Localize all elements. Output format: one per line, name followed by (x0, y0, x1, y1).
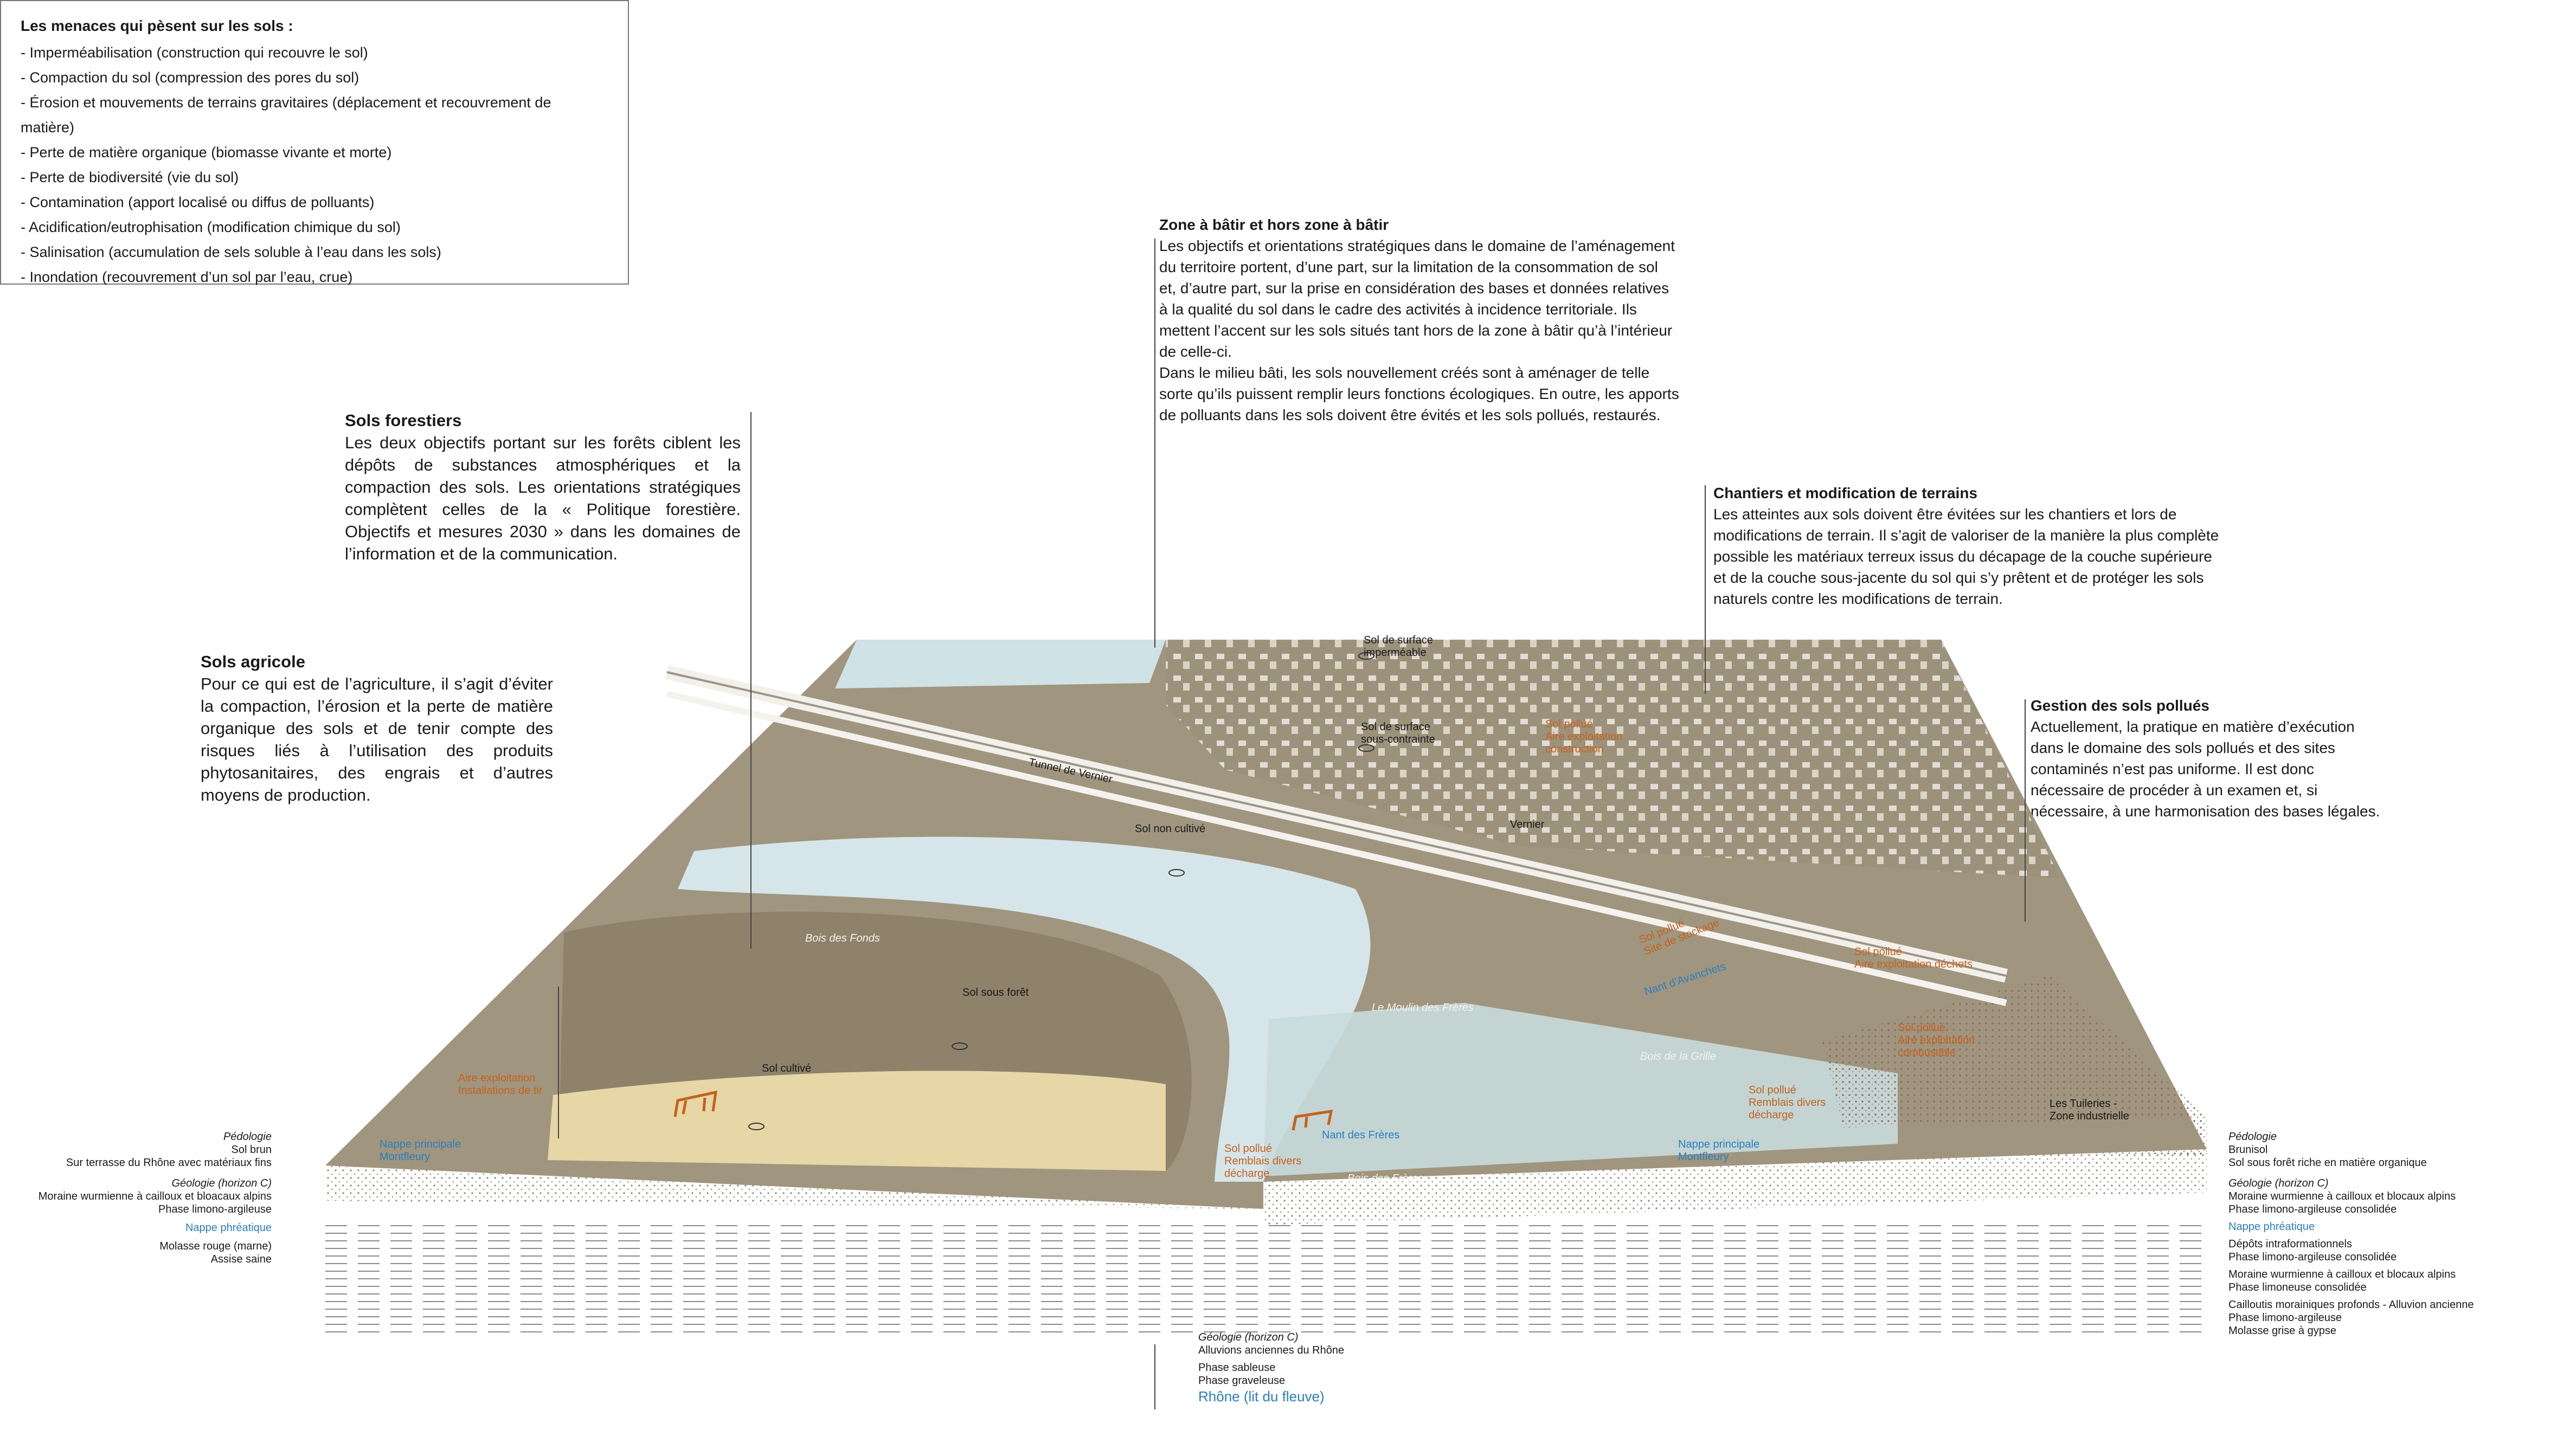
callout-lines (558, 239, 2026, 1409)
legend-right-phase1: Phase limono-argileuse consolidée (2228, 1203, 2397, 1215)
rhone-river (678, 836, 1371, 1182)
railway-line (666, 671, 2007, 977)
legend-left: Pédologie Sol brun Sur terrasse du Rhône… (0, 1130, 272, 1266)
threat-item: - Compaction du sol (compression des por… (21, 69, 359, 86)
legend-right-brunisol: Brunisol (2228, 1144, 2268, 1156)
legend-center-geologie: Géologie (horizon C) (1198, 1331, 1299, 1343)
strata-upper-right (1263, 1149, 2207, 1225)
label-sol-pollue-remblais-l: Sol pollué Remblais divers décharge (1224, 1143, 1302, 1180)
label-sol-sous-foret: Sol sous forêt (962, 987, 1029, 999)
legend-right: Pédologie Brunisol Sol sous forêt riche … (2228, 1130, 2474, 1337)
label-sol-impermeable: Sol de surface imperméable (1364, 634, 1433, 659)
legend-left-sol-brun: Sol brun (231, 1144, 272, 1156)
shooting-range-marker (673, 1090, 717, 1117)
legend-left-terrasse: Sur terrasse du Rhône avec matériaux fin… (66, 1157, 272, 1169)
label-nappe-left: Nappe principale Montfleury (380, 1138, 461, 1163)
legend-left-phase: Phase limono-argileuse (158, 1203, 272, 1215)
top-river-area (835, 640, 1166, 688)
sols-pollues-title: Gestion des sols pollués (2031, 697, 2209, 714)
legend-left-assise: Assise saine (210, 1253, 272, 1265)
threat-item: - Acidification/eutrophisation (modifica… (21, 219, 401, 235)
label-bois-freres: Bois des Frères (1347, 1173, 1424, 1184)
sols-forestiers-block: Sols forestiers Les deux objectifs porta… (345, 409, 741, 565)
legend-center: Géologie (horizon C) Alluvions anciennes… (1198, 1331, 1344, 1406)
legend-center-alluvions: Alluvions anciennes du Rhône (1198, 1344, 1345, 1356)
zone-batir-title: Zone à bâtir et hors zone à bâtir (1159, 216, 1389, 233)
label-aire-tir: Aire exploitation Installations de tir (458, 1072, 543, 1097)
zone-batir-block: Zone à bâtir et hors zone à bâtir Les ob… (1159, 214, 1701, 426)
label-nant-freres: Nant des Frères (1322, 1129, 1400, 1141)
strata-lines (325, 1220, 2207, 1339)
legend-right-nappe: Nappe phréatique (2228, 1221, 2315, 1233)
legend-right-phase2: Phase limono-argileuse consolidée (2228, 1251, 2397, 1263)
legend-right-depots: Dépôts intraformationnels (2228, 1238, 2352, 1250)
threats-box: Les menaces qui pèsent sur les sols : - … (0, 0, 629, 285)
legend-left-nappe: Nappe phréatique (185, 1222, 272, 1234)
chantiers-text: Les atteintes aux sols doivent être évit… (1713, 506, 2219, 607)
legend-right-molasse: Molasse grise à gypse (2228, 1325, 2336, 1337)
label-vernier: Vernier (1510, 819, 1545, 830)
threat-item: - Contamination (apport localisé ou diff… (21, 194, 375, 210)
label-tuileries: Les Tuileries - Zone industrielle (2050, 1098, 2129, 1122)
road (666, 691, 2007, 1006)
legend-right-phase3: Phase limoneuse consolidée (2228, 1281, 2367, 1293)
threat-item: - Inondation (recouvrement d’un sol par … (21, 269, 353, 285)
label-sol-sous-contrainte: Sol de surface sous-contrainte (1361, 721, 1435, 745)
location-markers (748, 652, 1374, 1130)
legend-left-geologie: Géologie (horizon C) (171, 1177, 272, 1189)
threat-item: - Perte de biodiversité (vie du sol) (21, 169, 239, 185)
label-sol-non-cultive: Sol non cultivé (1135, 823, 1206, 835)
label-sol-pollue-dechets: Sol pollué Aire exploitation déchets (1854, 946, 1973, 970)
legend-center-graveleuse: Phase graveleuse (1198, 1375, 1286, 1387)
lower-river (1263, 1003, 1898, 1176)
legend-right-geologie: Géologie (horizon C) (2228, 1177, 2329, 1189)
legend-right-moraine2: Moraine wurmienne à cailloux et blocaux … (2228, 1268, 2456, 1280)
dotted-zone-right (1822, 976, 2207, 1128)
label-bois-grille: Bois de la Grille (1640, 1051, 1717, 1062)
chantiers-block: Chantiers et modification de terrains Le… (1713, 482, 2234, 609)
legend-right-phase4: Phase limono-argileuse (2228, 1312, 2342, 1324)
legend-right-pedologie: Pédologie (2228, 1131, 2277, 1143)
label-moulin: Le Moulin des Frères (1372, 1002, 1474, 1014)
urban-area (1166, 640, 2060, 878)
legend-right-cailloutis: Cailloutis morainiques profonds - Alluvi… (2228, 1299, 2474, 1311)
threat-item: - Érosion et mouvements de terrains grav… (21, 94, 551, 136)
legend-center-rhone: Rhône (lit du fleuve) (1198, 1388, 1325, 1405)
sols-pollues-block: Gestion des sols pollués Actuellement, l… (2031, 695, 2421, 822)
label-sol-cultive: Sol cultivé (762, 1062, 812, 1074)
legend-left-pedologie: Pédologie (223, 1131, 272, 1143)
threat-item: - Salinisation (accumulation de sels sol… (21, 244, 441, 260)
legend-right-sous-foret: Sol sous forêt riche en matière organiqu… (2228, 1157, 2427, 1169)
threat-item: - Imperméabilisation (construction qui r… (21, 44, 368, 61)
sols-pollues-text: Actuellement, la pratique en matière d’e… (2031, 718, 2380, 820)
legend-left-moraine: Moraine wurmienne à cailloux et bloacaux… (38, 1190, 272, 1202)
sols-forestiers-title: Sols forestiers (345, 411, 462, 430)
label-bois-des-fonds: Bois des Fonds (805, 932, 880, 944)
chantiers-title: Chantiers et modification de terrains (1713, 485, 1977, 501)
label-sol-pollue-combustible: Sol pollué Aire exploitation combustible (1898, 1022, 1975, 1059)
sols-agricole-text: Pour ce qui est de l’agriculture, il s’a… (201, 674, 553, 804)
legend-right-moraine1: Moraine wurmienne à cailloux et blocaux … (2228, 1190, 2456, 1202)
sols-agricole-block: Sols agricole Pour ce qui est de l’agric… (201, 651, 553, 806)
sols-agricole-title: Sols agricole (201, 652, 305, 671)
legend-center-sableuse: Phase sableuse (1198, 1362, 1276, 1374)
label-sol-pollue-remblais-r: Sol pollué Remblais divers décharge (1749, 1084, 1826, 1121)
threat-item: - Perte de matière organique (biomasse v… (21, 144, 392, 160)
cultivated-field (548, 1071, 1166, 1171)
dump-marker (1292, 1109, 1333, 1131)
zone-batir-text: Les objectifs et orientations stratégiqu… (1159, 237, 1679, 423)
label-sol-pollue-construction: Sol pollué Aire exploitation constructio… (1545, 718, 1623, 755)
label-nappe-right: Nappe principale Montfleury (1678, 1138, 1760, 1163)
sols-forestiers-text: Les deux objectifs portant sur les forêt… (345, 433, 741, 563)
legend-left-molasse: Molasse rouge (marne) (159, 1240, 272, 1252)
threats-title: Les menaces qui pèsent sur les sols : (21, 17, 293, 34)
